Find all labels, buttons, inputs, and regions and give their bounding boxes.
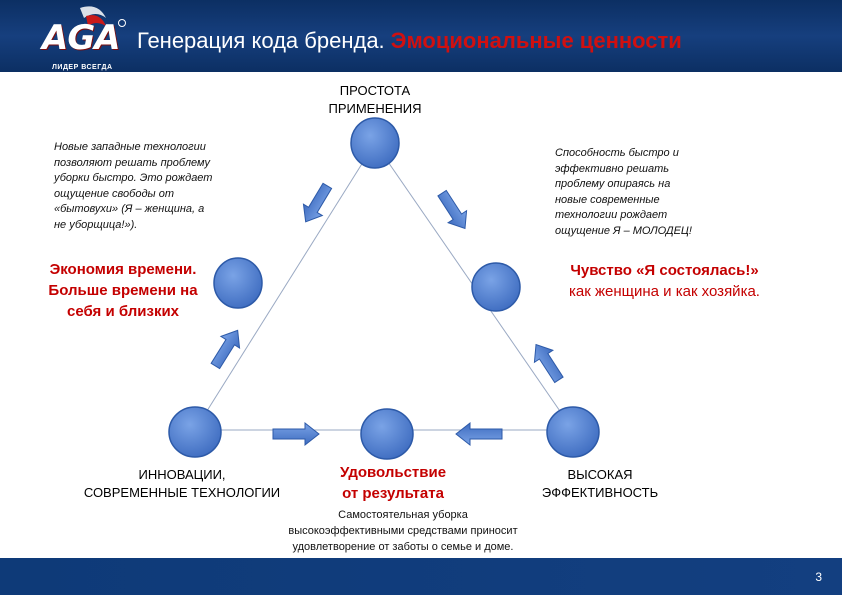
vertex-label-right-line2: ЭФФЕКТИВНОСТЬ [541, 485, 659, 500]
page-number: 3 [815, 570, 822, 584]
page-title-accent: Эмоциональные ценности [390, 28, 682, 53]
vertex-label-left-line2: СОВРЕМЕННЫЕ ТЕХНОЛОГИИ [83, 485, 281, 500]
header-bar: AGA ЛИДЕР ВСЕГДА Генерация кода бренда. … [0, 0, 842, 72]
arrow-to-center-from-right [455, 421, 503, 447]
emotion-right-line1: Чувство «Я состоялась!» [570, 262, 759, 279]
node-right-mid [471, 262, 521, 312]
note-right-line: новые современные [555, 193, 660, 206]
note-left-line: Новые западные технологии [54, 141, 206, 153]
logo-wordmark: AGA [42, 18, 121, 58]
note-left-line: ощущение свободы от [54, 187, 174, 200]
note-right-line: Способность быстро и [555, 147, 679, 159]
node-left-mid [213, 257, 263, 309]
note-right-line: ощущение Я – МОЛОДЕЦ! [555, 224, 692, 237]
node-top [350, 117, 400, 169]
note-bottom: Самостоятельная уборка высокоэффективным… [238, 507, 568, 555]
vertex-label-top-line2: ПРИМЕНЕНИЯ [328, 101, 422, 116]
emotion-right-line2: как женщина и как хозяйка. [569, 283, 760, 300]
note-left-line: «бытовухи» (Я – женщина, а [54, 203, 205, 215]
note-right-line: технологии рождает [555, 209, 668, 221]
vertex-label-right-line1: ВЫСОКАЯ [567, 467, 633, 482]
arrow-to-center-from-left [272, 421, 320, 447]
vertex-label-left-line1: ИННОВАЦИИ, [138, 467, 226, 482]
emotion-bottom-line1: Удовольствие [339, 464, 447, 481]
note-right: Способность быстро и эффективно решать п… [555, 146, 755, 239]
brand-logo: AGA ЛИДЕР ВСЕГДА [40, 4, 130, 71]
emotion-left-line1: Экономия времени. [49, 261, 197, 278]
vertex-label-right: ВЫСОКАЯ ЭФФЕКТИВНОСТЬ [510, 466, 690, 502]
edge-left [194, 142, 376, 431]
footer-bar: 3 [0, 558, 842, 595]
vertex-label-top-line1: ПРОСТОТА [339, 83, 411, 98]
logo-tagline: ЛИДЕР ВСЕГДА [52, 64, 113, 71]
logo-flag-icon [80, 6, 126, 27]
note-left-line: позволяют решать проблему [54, 156, 210, 169]
emotion-bottom: Удовольствие от результата [318, 462, 468, 504]
node-bottom-left [168, 406, 222, 458]
node-bottom-right [546, 406, 600, 458]
page-title-main: Генерация кода бренда. [137, 28, 385, 53]
arrow-right-down [437, 189, 468, 230]
note-right-line: проблему опираясь на [555, 178, 671, 190]
note-left-line: уборки быстро. Это рождает [54, 172, 213, 184]
note-bottom-line: Самостоятельная уборка [338, 509, 468, 521]
arrow-left-up [210, 329, 241, 370]
emotion-left-line3: себя и близких [66, 303, 180, 320]
note-right-line: эффективно решать [555, 162, 670, 175]
note-bottom-line: удовлетворение от заботы о семье и доме. [292, 541, 514, 553]
arrow-right-up [533, 343, 564, 384]
note-left-line: не уборщица!»). [54, 218, 138, 231]
note-bottom-line: высокоэффективными средствами приносит [288, 525, 518, 537]
emotion-left: Экономия времени. Больше времени на себя… [18, 259, 228, 322]
vertex-label-top: ПРОСТОТА ПРИМЕНЕНИЯ [300, 82, 450, 118]
arrow-left-down [302, 182, 333, 223]
emotion-bottom-line2: от результата [342, 485, 444, 502]
page-title: Генерация кода бренда. Эмоциональные цен… [137, 28, 682, 54]
emotion-left-line2: Больше времени на [48, 282, 198, 299]
emotion-right: Чувство «Я состоялась!» как женщина и ка… [532, 260, 797, 302]
vertex-label-left: ИННОВАЦИИ, СОВРЕМЕННЫЕ ТЕХНОЛОГИИ [52, 466, 312, 502]
note-left: Новые западные технологии позволяют реша… [54, 140, 269, 233]
node-bottom-mid [360, 408, 414, 460]
